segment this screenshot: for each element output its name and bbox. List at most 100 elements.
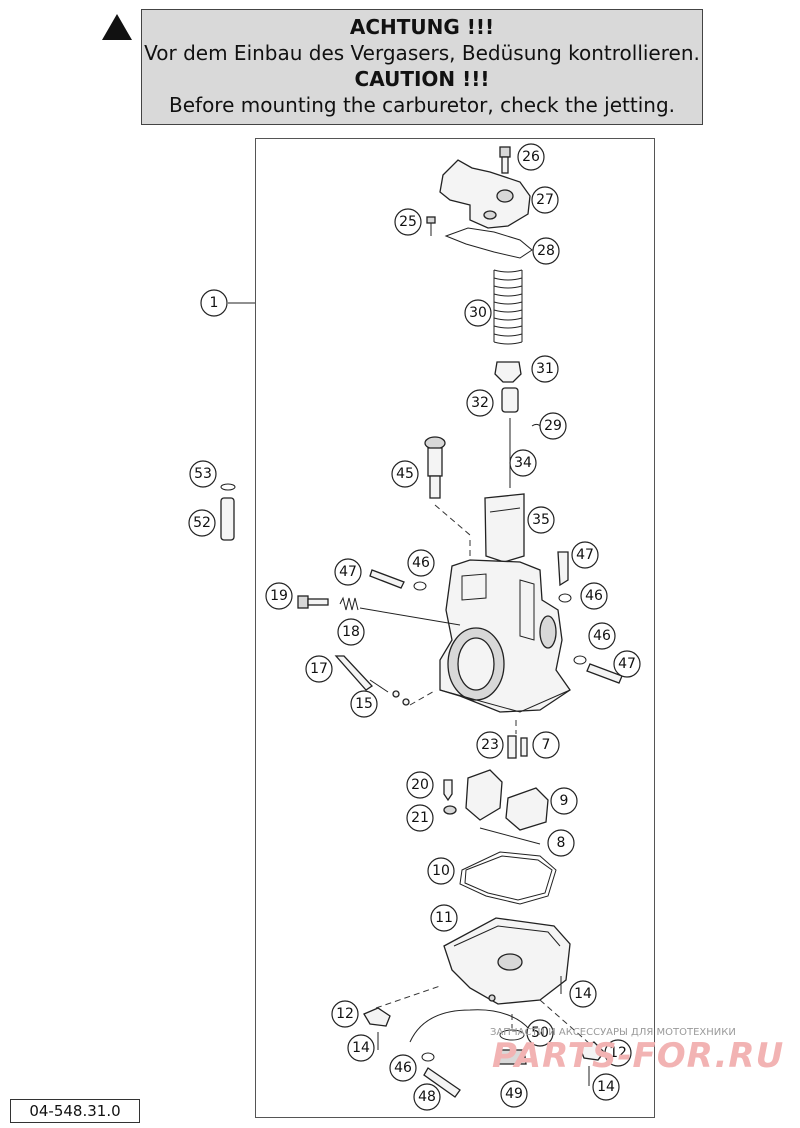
- callout-46-right: 46: [580, 582, 608, 610]
- part-clamp-46-top: [413, 581, 427, 591]
- part-cap-screw: [426, 216, 436, 236]
- callout-26: 26: [517, 143, 545, 171]
- svg-text:7: 7: [542, 737, 551, 753]
- svg-text:23: 23: [481, 737, 499, 753]
- part-overflow-hose-48: [423, 1067, 461, 1098]
- callout-52: 52: [188, 509, 216, 537]
- part-mixture-screw-15: [369, 679, 410, 706]
- callout-7: 7: [532, 731, 560, 759]
- svg-text:1: 1: [210, 295, 219, 311]
- svg-text:46: 46: [394, 1060, 412, 1076]
- callout-28: 28: [532, 237, 560, 265]
- svg-text:14: 14: [352, 1040, 370, 1056]
- svg-text:50: 50: [531, 1025, 549, 1041]
- part-bracket-12-left: [363, 1007, 391, 1027]
- callout-29: 29: [539, 412, 567, 440]
- svg-text:47: 47: [576, 547, 594, 563]
- callout-9: 9: [550, 787, 578, 815]
- callout-10: 10: [427, 857, 455, 885]
- svg-text:46: 46: [593, 628, 611, 644]
- svg-text:32: 32: [471, 395, 489, 411]
- part-hose-48: [409, 1009, 531, 1043]
- callout-20: 20: [406, 771, 434, 799]
- callout-11: 11: [430, 904, 458, 932]
- callout-47-upper-right: 47: [571, 541, 599, 569]
- part-drain-plug-49: [497, 1049, 527, 1065]
- svg-text:21: 21: [411, 810, 429, 826]
- part-float-9: [465, 769, 549, 831]
- svg-text:8: 8: [557, 835, 566, 851]
- part-throttle-adjuster: [424, 436, 446, 499]
- svg-text:52: 52: [193, 515, 211, 531]
- svg-text:17: 17: [310, 661, 328, 677]
- part-valve-seat-21: [443, 805, 457, 815]
- callout-47-lower-right: 47: [613, 650, 641, 678]
- callout-31: 31: [531, 355, 559, 383]
- callout-47-left: 47: [334, 558, 362, 586]
- svg-text:14: 14: [597, 1079, 615, 1095]
- callout-14-bottom: 14: [592, 1073, 620, 1101]
- callout-30: 30: [464, 299, 492, 327]
- part-idle-screw: [499, 146, 511, 174]
- svg-text:14: 14: [574, 986, 592, 1002]
- svg-text:11: 11: [435, 910, 453, 926]
- callout-49: 49: [500, 1080, 528, 1108]
- callout-50: 50: [526, 1019, 554, 1047]
- callout-46-lower-right: 46: [588, 622, 616, 650]
- part-clamp-46-right: [558, 593, 572, 603]
- part-carburetor-body: [439, 559, 571, 713]
- svg-text:31: 31: [536, 361, 554, 377]
- svg-text:26: 26: [522, 149, 540, 165]
- part-throttle-slide: [484, 493, 525, 563]
- part-screw-17: [334, 655, 373, 691]
- notice-heading-en: CAUTION !!!: [354, 67, 490, 91]
- part-needle-valve-20: [443, 779, 453, 802]
- part-float-pin-8: [479, 827, 541, 845]
- part-clamp-46-bottom: [421, 1052, 435, 1062]
- svg-text:48: 48: [418, 1089, 436, 1105]
- part-hose-47-right: [557, 551, 569, 587]
- callout-8: 8: [547, 829, 575, 857]
- part-needle-holder: [501, 387, 519, 413]
- part-hose-47-left: [369, 569, 405, 589]
- watermark-logo: PARTS-FOR.RU: [492, 1036, 785, 1076]
- svg-text:46: 46: [585, 588, 603, 604]
- part-float-bowl-gasket: [459, 851, 557, 905]
- notice-text-en: Before mounting the carburetor, check th…: [169, 93, 675, 117]
- svg-text:25: 25: [399, 214, 417, 230]
- diagram-code: 04-548.31.0: [10, 1099, 140, 1123]
- callout-25: 25: [394, 208, 422, 236]
- callout-1: 1: [200, 289, 228, 317]
- svg-text:9: 9: [560, 793, 569, 809]
- callout-27: 27: [531, 186, 559, 214]
- svg-text:45: 45: [396, 466, 414, 482]
- callout-48: 48: [413, 1083, 441, 1111]
- part-spring-guide: [494, 361, 522, 383]
- warning-icon: [102, 14, 132, 40]
- caution-notice: ACHTUNG !!! Vor dem Einbau des Vergasers…: [141, 9, 703, 125]
- part-slide-spring: [493, 269, 523, 345]
- svg-text:49: 49: [505, 1086, 523, 1102]
- part-spring-18: [339, 596, 359, 611]
- part-float-bowl: [443, 917, 571, 1005]
- svg-text:46: 46: [412, 555, 430, 571]
- assembly-frame: [255, 138, 655, 1118]
- svg-text:19: 19: [270, 588, 288, 604]
- svg-text:18: 18: [342, 624, 360, 640]
- watermark-tagline: ЗАПЧАСТИ И АКСЕССУАРЫ ДЛЯ МОТОТЕХНИКИ: [490, 1027, 736, 1038]
- callout-45: 45: [391, 460, 419, 488]
- callout-18: 18: [337, 618, 365, 646]
- svg-text:12: 12: [336, 1006, 354, 1022]
- svg-text:20: 20: [411, 777, 429, 793]
- part-seal-50: [499, 1029, 525, 1041]
- svg-text:47: 47: [618, 656, 636, 672]
- callout-14-right: 14: [569, 980, 597, 1008]
- svg-text:29: 29: [544, 418, 562, 434]
- svg-text:35: 35: [532, 512, 550, 528]
- callout-32: 32: [466, 389, 494, 417]
- callout-35: 35: [527, 506, 555, 534]
- callout-34: 34: [509, 449, 537, 477]
- svg-text:34: 34: [514, 455, 532, 471]
- part-bracket-12-right: [579, 1041, 605, 1061]
